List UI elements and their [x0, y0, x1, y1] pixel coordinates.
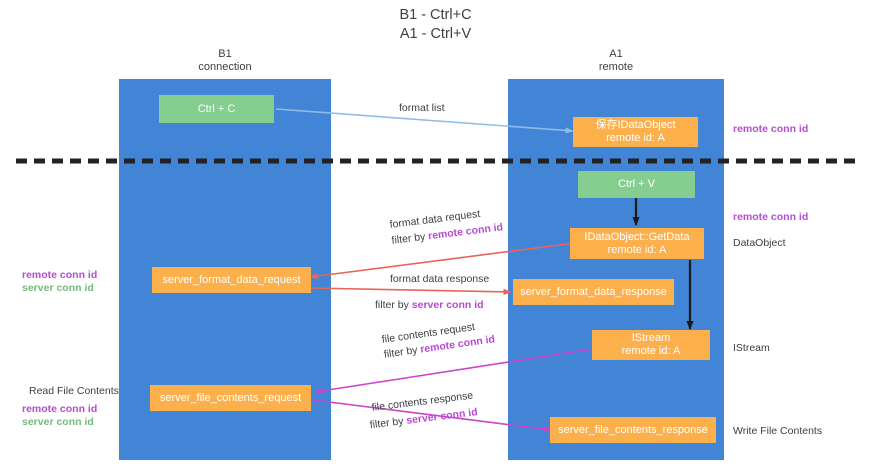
box-save-idataobject[interactable]: 保存IDataObject remote id: A: [573, 117, 698, 147]
page-title: B1 - Ctrl+C A1 - Ctrl+V: [399, 7, 472, 42]
box-server-file-contents-response[interactable]: server_file_contents_response: [550, 417, 716, 443]
box-istream[interactable]: IStream remote id: A: [592, 330, 710, 360]
arrow-file-contents-request: [314, 348, 593, 395]
annotation-right-dataobject: DataObject: [733, 237, 786, 249]
box-ctrl-c[interactable]: Ctrl + C: [159, 95, 274, 123]
box-idataobject-getdata[interactable]: IDataObject::GetData remote id: A: [570, 228, 704, 259]
lane-header-b1: B1 connection: [198, 48, 252, 73]
arrow-format-data-response: [309, 287, 512, 296]
arrow-file-contents-response: [312, 399, 552, 433]
edge-label-format-data-response-filter: filter by server conn id: [375, 299, 484, 311]
annotation-right-remote-conn-id-mid: remote conn id: [733, 211, 809, 223]
edge-label-format-list: format list: [399, 102, 445, 114]
lane-header-a1: A1 remote: [598, 48, 634, 73]
annotation-right-write-file-contents: Write File Contents: [733, 425, 823, 437]
annotation-left-server-conn-id-mid: server conn id: [22, 282, 94, 294]
box-server-file-contents-request[interactable]: server_file_contents_request: [150, 385, 311, 411]
edge-label-format-data-response: format data response: [390, 273, 490, 285]
annotation-left-server-conn-id-low: server conn id: [22, 416, 94, 428]
annotation-left-remote-conn-id-mid: remote conn id: [22, 269, 98, 281]
arrow-format-data-request: [309, 242, 576, 280]
box-ctrl-v[interactable]: Ctrl + V: [578, 171, 695, 198]
annotation-left-read-file-contents: Read File Contents: [29, 385, 119, 397]
annotation-right-remote-conn-id-top: remote conn id: [733, 123, 809, 135]
box-server-format-data-request[interactable]: server_format_data_request: [152, 267, 311, 293]
arrow-format-list: [275, 108, 574, 134]
annotation-left-remote-conn-id-low: remote conn id: [22, 403, 98, 415]
annotation-right-istream: IStream: [733, 342, 770, 354]
box-server-format-data-response[interactable]: server_format_data_response: [513, 279, 674, 305]
